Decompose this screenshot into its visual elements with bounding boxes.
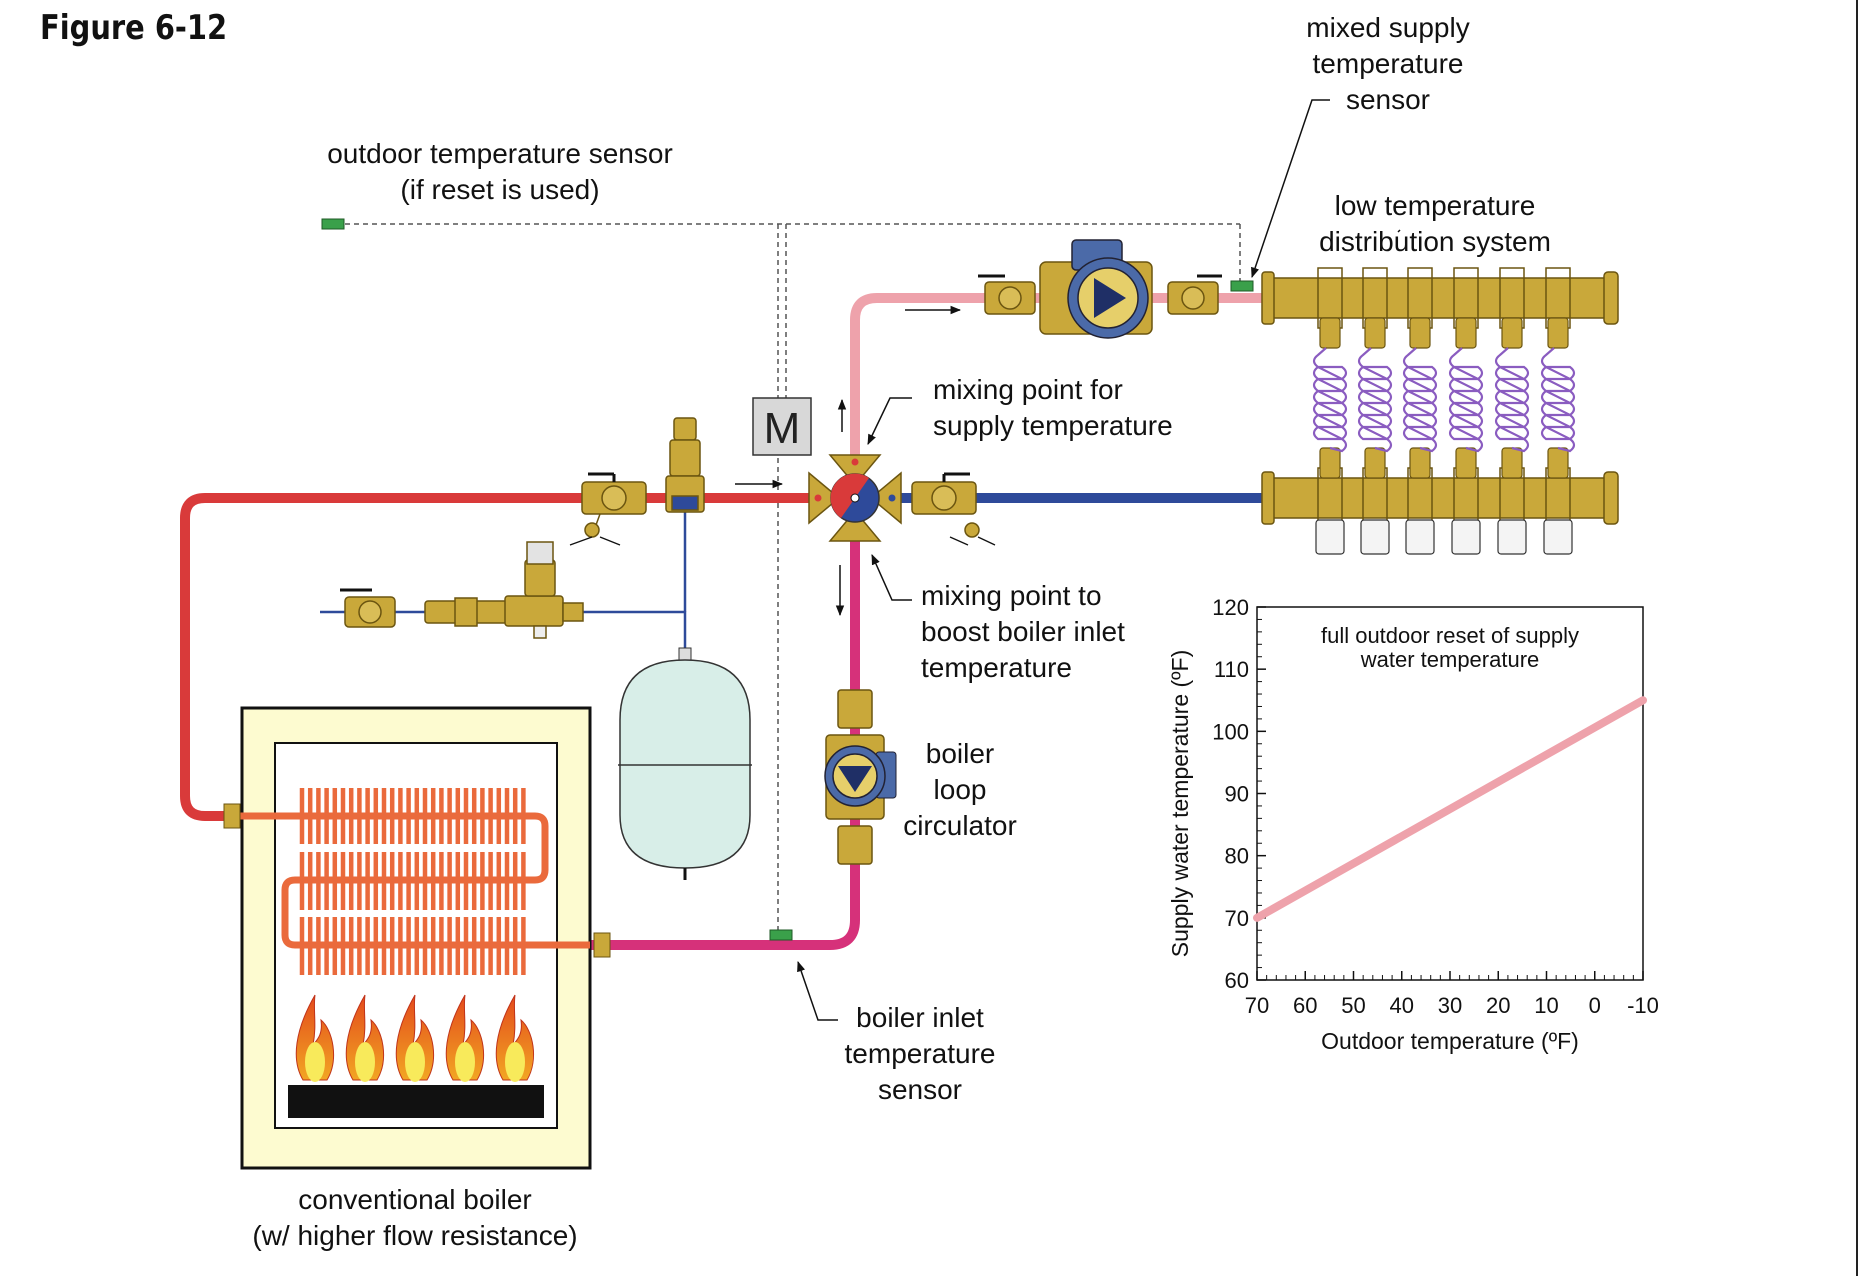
y-tick-label: 110 bbox=[1214, 657, 1249, 682]
label-boiler-inlet-sensor: boiler inlet temperature sensor bbox=[844, 1002, 996, 1105]
y-tick-label: 100 bbox=[1212, 719, 1249, 744]
flame-icon bbox=[345, 994, 384, 1082]
reset-curve-line bbox=[1253, 696, 1647, 922]
chart-title: full outdoor reset of supply bbox=[1321, 623, 1579, 648]
supply-manifold bbox=[1261, 271, 1619, 325]
mixed-supply-pipe bbox=[850, 293, 1275, 460]
label-mixing-point-supply: mixing point for supply temperature bbox=[933, 374, 1173, 441]
hot-supply-pipe bbox=[180, 493, 830, 821]
four-way-mixing-valve bbox=[808, 454, 902, 542]
burner-flames bbox=[295, 994, 534, 1082]
flame-icon bbox=[395, 994, 434, 1082]
mixed-supply-sensor bbox=[1230, 280, 1254, 292]
x-tick-label: 70 bbox=[1245, 993, 1269, 1018]
y-tick-label: 120 bbox=[1212, 595, 1249, 620]
chart-title: water temperature bbox=[1360, 647, 1540, 672]
outdoor-sensor bbox=[321, 218, 345, 230]
boiler-supply-valve bbox=[581, 472, 647, 538]
x-tick-label: 0 bbox=[1589, 993, 1601, 1018]
flame-icon bbox=[445, 994, 484, 1082]
control-wiring bbox=[345, 223, 1241, 935]
boiler-inlet-sensor bbox=[769, 929, 793, 941]
label-low-temp-distribution: low temperature distribution system bbox=[1319, 190, 1551, 257]
label-boiler-loop-circulator: boiler loop circulator bbox=[903, 738, 1017, 841]
ball-valves bbox=[340, 274, 1222, 628]
y-tick-label: 90 bbox=[1225, 782, 1249, 807]
x-tick-label: 10 bbox=[1534, 993, 1558, 1018]
heating-circuit bbox=[1540, 267, 1576, 555]
heating-circuit bbox=[1448, 267, 1484, 555]
heating-circuit bbox=[1494, 267, 1530, 555]
svg-text:M: M bbox=[764, 404, 801, 453]
x-tick-label: 50 bbox=[1341, 993, 1365, 1018]
return-manifold bbox=[1261, 471, 1619, 525]
drain-fittings bbox=[569, 536, 996, 546]
conventional-boiler bbox=[223, 706, 611, 1170]
label-mixing-point-boost: mixing point to boost boiler inlet tempe… bbox=[921, 580, 1125, 683]
y-tick-label: 70 bbox=[1225, 906, 1249, 931]
x-tick-label: 40 bbox=[1390, 993, 1414, 1018]
distribution-circulator bbox=[1039, 239, 1153, 339]
flow-arrows bbox=[735, 229, 1401, 617]
x-axis-label: Outdoor temperature (ºF) bbox=[1321, 1028, 1579, 1054]
heating-circuit bbox=[1312, 267, 1348, 555]
boiler-inlet-pipe bbox=[590, 536, 860, 950]
floor-heating-circuits bbox=[1312, 267, 1576, 555]
cold-water-valve bbox=[340, 588, 396, 628]
heat-exchanger-tube bbox=[232, 812, 590, 949]
label-mixed-supply-sensor: mixed supply temperature sensor bbox=[1306, 12, 1470, 115]
pump-isolation-valve-left bbox=[978, 274, 1036, 315]
expansion-tank bbox=[618, 647, 752, 880]
x-tick-label: -10 bbox=[1627, 993, 1659, 1018]
make-up-water-assembly bbox=[424, 541, 584, 639]
y-axis-label: Supply water temperature (ºF) bbox=[1167, 650, 1193, 958]
mixing-valve-motor: M bbox=[752, 397, 812, 456]
flame-icon bbox=[295, 994, 334, 1082]
air-vent bbox=[665, 417, 705, 513]
x-tick-label: 30 bbox=[1438, 993, 1462, 1018]
label-outdoor-sensor: outdoor temperature sensor (if reset is … bbox=[327, 138, 673, 205]
pump-isolation-valve-right bbox=[1167, 274, 1222, 315]
return-valve bbox=[911, 472, 980, 538]
sensors bbox=[321, 218, 1254, 941]
y-tick-label: 60 bbox=[1225, 968, 1249, 993]
figure-label: Figure 6-12 bbox=[40, 8, 228, 48]
x-tick-label: 60 bbox=[1293, 993, 1317, 1018]
x-tick-label: 20 bbox=[1486, 993, 1510, 1018]
flame-icon bbox=[495, 994, 534, 1082]
leader-lines bbox=[797, 99, 1330, 1021]
heating-circuit bbox=[1402, 267, 1438, 555]
y-tick-label: 80 bbox=[1225, 844, 1249, 869]
heating-circuit bbox=[1357, 267, 1393, 555]
boiler-loop-circulator bbox=[824, 689, 897, 865]
label-conventional-boiler: conventional boiler (w/ higher flow resi… bbox=[252, 1184, 578, 1251]
